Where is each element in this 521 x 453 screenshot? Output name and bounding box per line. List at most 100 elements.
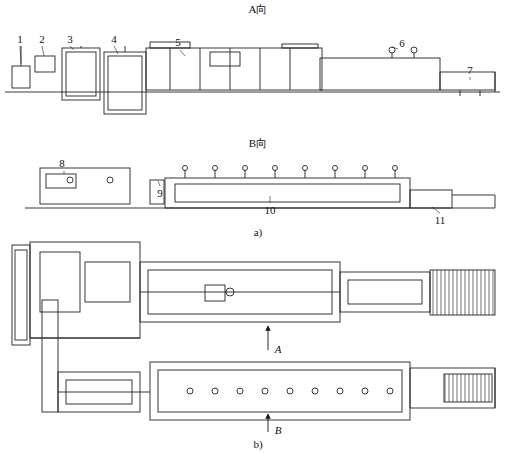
drawing-line [392, 53, 393, 58]
machine-outline [140, 262, 340, 322]
drawing-line [215, 170, 216, 178]
view-title: a) [254, 226, 263, 238]
callout-number: 8 [59, 157, 65, 169]
view-title: A向 [249, 3, 268, 15]
callout-number: 3 [67, 33, 73, 45]
drawing-line [185, 170, 186, 178]
roller-symbol [273, 166, 278, 171]
machine-outline [104, 52, 146, 114]
machine-outline [12, 245, 30, 345]
roller-symbol [363, 166, 368, 171]
leader-line [432, 207, 440, 213]
drawing-line [81, 46, 82, 48]
roller-symbol [337, 388, 343, 394]
drawing-line [335, 170, 336, 178]
view-title: b) [253, 438, 262, 450]
roller-symbol [393, 166, 398, 171]
machine-outline [15, 250, 27, 340]
leader-line [64, 171, 65, 174]
machine-outline [340, 272, 430, 312]
machine-outline [35, 56, 55, 72]
roller-symbol [243, 166, 248, 171]
machine-outline [85, 262, 130, 302]
roller-symbol [183, 166, 188, 171]
drawing-line [495, 195, 496, 208]
machine-outline [40, 168, 130, 204]
drawing-line [305, 170, 306, 178]
machine-outline [146, 48, 322, 90]
callout-number: 2 [39, 33, 45, 45]
roller-symbol [387, 388, 393, 394]
machine-outline [108, 56, 142, 110]
view-arrow [268, 414, 269, 432]
leader-line [42, 46, 44, 56]
drawing-line [200, 48, 201, 90]
drawing-line [58, 392, 150, 393]
callout-number: 5 [175, 36, 181, 48]
callout-number: 7 [467, 64, 473, 76]
machine-outline [42, 300, 58, 412]
roller-symbol [262, 388, 268, 394]
callout-number: 6 [399, 37, 405, 49]
machine-outline [165, 178, 410, 208]
roller-table [430, 270, 495, 315]
drawing-line [230, 48, 231, 90]
roller-symbol [333, 166, 338, 171]
machine-outline [158, 370, 402, 412]
callout-number: 11 [435, 214, 446, 226]
machine-outline [348, 280, 422, 304]
drawing-line [460, 90, 461, 96]
roller-symbol [212, 388, 218, 394]
drawing-line [245, 170, 246, 178]
drawing-line [495, 72, 496, 92]
machine-outline [46, 174, 76, 188]
roller-symbol [237, 388, 243, 394]
roller-symbol [411, 47, 417, 53]
machine-outline [175, 184, 400, 202]
drawing-line [395, 170, 396, 178]
callout-number: 1 [17, 33, 23, 45]
drawing-line [5, 92, 500, 93]
view-letter: A [275, 343, 282, 355]
leader-line [114, 46, 118, 54]
roller-symbol [187, 388, 193, 394]
drawing-line [275, 170, 276, 178]
roller-symbol [213, 166, 218, 171]
drawing-line [30, 338, 140, 339]
leader-line [20, 46, 21, 64]
leader-line [158, 181, 160, 186]
machine-outline [282, 44, 318, 48]
roller-symbol [287, 388, 293, 394]
drawing-line [480, 90, 481, 96]
leader-line [180, 50, 185, 56]
machine-outline [30, 242, 140, 338]
machine-outline [210, 52, 240, 66]
leader-line [70, 46, 74, 50]
machine-outline [150, 362, 410, 420]
drawing-line [365, 170, 366, 178]
machine-outline [205, 285, 225, 301]
drawing-line [495, 368, 496, 408]
callout-number: 4 [111, 33, 117, 45]
drawing-line [25, 208, 495, 209]
roller-symbol [312, 388, 318, 394]
view-letter: B [275, 424, 282, 436]
drawing-line [452, 195, 495, 196]
machine-outline [66, 52, 96, 96]
machine-outline [40, 252, 80, 312]
leader-line [470, 77, 471, 80]
view-arrow [268, 326, 269, 350]
leader-line [270, 196, 271, 203]
machine-outline [150, 180, 164, 204]
machine-outline [320, 58, 440, 90]
callout-number: 10 [265, 204, 276, 216]
view-title: B向 [249, 137, 267, 149]
machine-outline [410, 190, 452, 208]
drawing-line [170, 48, 171, 90]
roller-symbol [226, 288, 234, 296]
drawing-line [140, 292, 340, 293]
roller-symbol [303, 166, 308, 171]
machine-outline [410, 368, 495, 408]
leader-line [392, 47, 398, 49]
